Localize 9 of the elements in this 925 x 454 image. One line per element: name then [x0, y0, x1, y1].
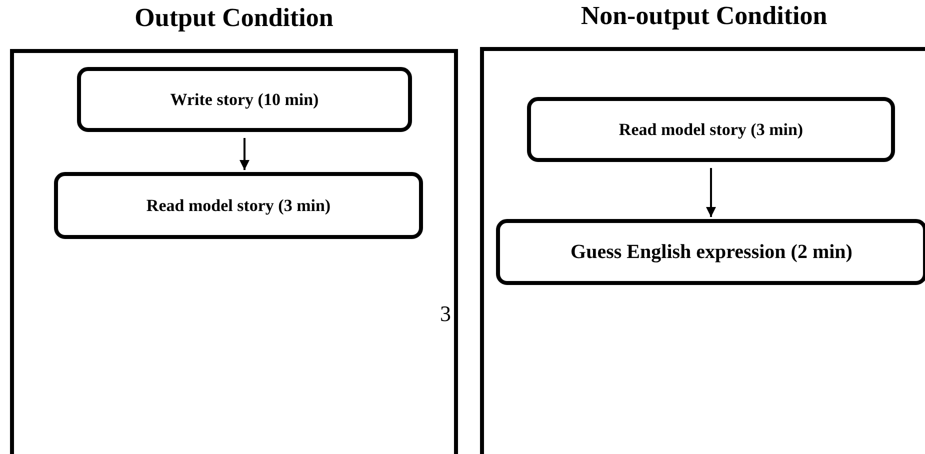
page-number: 3 [440, 303, 451, 325]
arrow [706, 168, 716, 217]
process-box: Guess English expression (2 min) [496, 219, 925, 285]
process-box: Read model story (3 min) [54, 172, 423, 239]
process-box: Write story (10 min) [77, 67, 412, 132]
panel-heading: Output Condition [134, 3, 334, 33]
arrow [240, 138, 250, 170]
panel-heading: Non-output Condition [580, 1, 828, 31]
process-box: Read model story (3 min) [527, 97, 895, 162]
